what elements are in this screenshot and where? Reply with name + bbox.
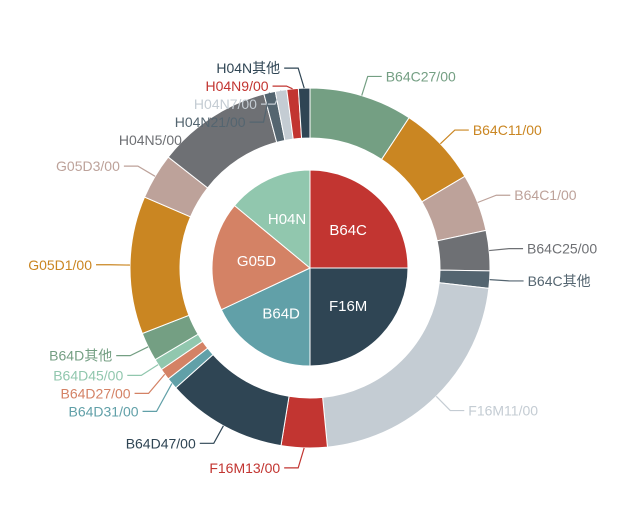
outer-label-h04n7-00: H04N7/00 <box>194 96 257 112</box>
leader-b64d47-00 <box>199 425 224 444</box>
outer-label-g05d1-00: G05D1/00 <box>28 257 92 273</box>
leader-h04n5-00 <box>185 117 212 141</box>
inner-label-h04n: H04N <box>268 211 306 228</box>
outer-label-b64dother: B64D其他 <box>49 348 112 364</box>
leader-b64dother <box>116 346 149 357</box>
leader-b64d45-00 <box>127 364 159 376</box>
outer-label-b64d31-00: B64D31/00 <box>68 403 138 419</box>
inner-label-b64c: B64C <box>329 222 367 239</box>
leader-b64c25-00 <box>489 247 524 252</box>
inner-slice-f16m[interactable] <box>309 267 409 367</box>
outer-label-h04nother: H04N其他 <box>216 60 280 76</box>
leader-lines <box>96 67 524 469</box>
labels: B64C27/00B64C11/00B64C1/00B64C25/00B64C其… <box>28 60 597 476</box>
leader-f16m11-00 <box>435 395 465 412</box>
inner-slice-g05d[interactable] <box>211 204 311 311</box>
outer-label-f16m11-00: F16M11/00 <box>468 403 538 419</box>
leader-h04n7-00 <box>260 90 282 105</box>
leader-b64cother <box>489 279 524 282</box>
outer-label-b64d45-00: B64D45/00 <box>53 367 123 383</box>
leader-h04n9-00 <box>272 85 293 90</box>
outer-label-b64c1-00: B64C1/00 <box>514 187 576 203</box>
leader-b64c11-00 <box>439 129 469 145</box>
outer-label-h04n21-00: H04N21/00 <box>175 114 246 130</box>
inner-slice-h04n[interactable] <box>233 169 311 270</box>
leader-b64d31-00 <box>142 383 173 412</box>
outer-label-b64c25-00: B64C25/00 <box>527 241 597 257</box>
leader-b64c1-00 <box>477 194 511 204</box>
outer-ring <box>129 87 491 449</box>
outer-label-f16m13-00: F16M13/00 <box>209 460 280 476</box>
outer-label-b64cother: B64C其他 <box>528 273 591 289</box>
outer-label-b64d27-00: B64D27/00 <box>61 385 131 401</box>
outer-label-b64c11-00: B64C11/00 <box>473 122 542 138</box>
leader-b64c27-00 <box>361 75 382 96</box>
leader-g05d3-00 <box>123 165 156 177</box>
leader-h04n21-00 <box>249 92 271 123</box>
inner-slice-b64c[interactable] <box>309 169 409 269</box>
inner-label-b64d: B64D <box>262 306 300 323</box>
inner-label-f16m: F16M <box>329 298 367 315</box>
outer-label-h04n9-00: H04N9/00 <box>205 78 268 94</box>
leader-b64d27-00 <box>134 373 166 394</box>
inner-slice-b64d[interactable] <box>220 267 311 367</box>
outer-label-b64d47-00: B64D47/00 <box>126 435 196 451</box>
outer-label-b64c27-00: B64C27/00 <box>386 68 456 84</box>
leader-h04nother <box>284 67 305 89</box>
outer-slice-g05d1-00[interactable] <box>129 196 192 335</box>
outer-slice-h04nother[interactable] <box>297 87 311 139</box>
inner-label-g05d: G05D <box>237 253 276 270</box>
outer-label-h04n5-00: H04N5/00 <box>119 132 182 148</box>
inner-pie: B64C F16M B64D G05D H04N <box>211 169 409 367</box>
leader-f16m13-00 <box>284 447 305 469</box>
outer-label-g05d3-00: G05D3/00 <box>56 158 120 174</box>
